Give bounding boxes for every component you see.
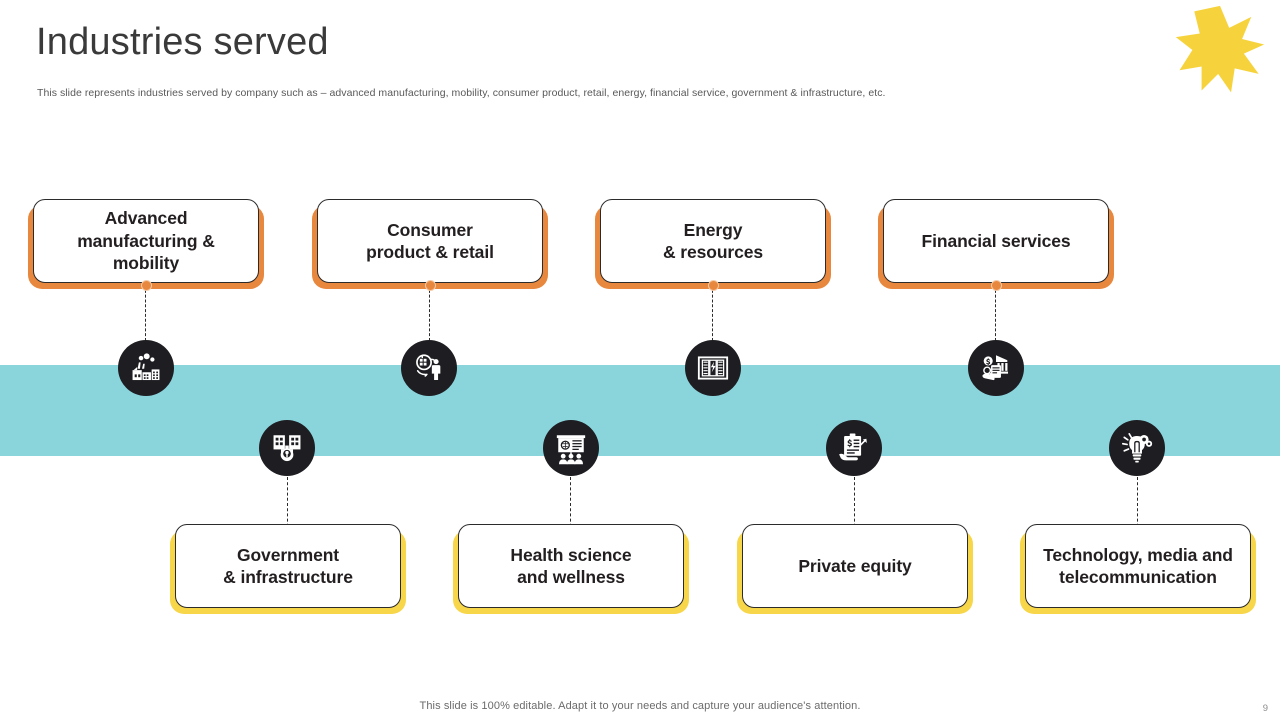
box-face: Private equity	[742, 524, 968, 608]
private-equity-icon	[837, 431, 871, 465]
energy-panel-icon	[696, 351, 730, 385]
node-label: Private equity	[798, 555, 912, 576]
node-box-financial-services[interactable]: Financial services	[878, 199, 1114, 289]
dashed-line	[854, 477, 855, 532]
dashed-line	[429, 285, 430, 341]
footer-note: This slide is 100% editable. Adapt it to…	[419, 700, 861, 712]
icon-circle-health-science[interactable]	[543, 420, 599, 476]
box-face: Government & infrastructure	[175, 524, 401, 608]
node-box-energy-resources[interactable]: Energy & resources	[595, 199, 831, 289]
connector-dot	[707, 279, 719, 291]
dashed-line	[1137, 477, 1138, 532]
connector-dot	[990, 279, 1002, 291]
technology-bulb-icon	[1120, 431, 1154, 465]
node-label: Consumer product & retail	[366, 219, 494, 262]
box-face: Consumer product & retail	[317, 199, 543, 283]
page-subtitle: This slide represents industries served …	[37, 87, 886, 99]
connector-energy-resources	[707, 279, 719, 341]
teal-band	[0, 365, 1280, 456]
node-label: Health science and wellness	[510, 544, 632, 587]
box-face: Technology, media and telecommunication	[1025, 524, 1251, 608]
consumer-product-icon	[412, 351, 446, 385]
box-face: Advanced manufacturing & mobility	[33, 199, 259, 283]
dashed-line	[570, 477, 571, 532]
connector-advanced-manufacturing	[140, 279, 152, 341]
node-label: Financial services	[921, 230, 1071, 251]
node-box-private-equity[interactable]: Private equity	[737, 524, 973, 614]
icon-circle-energy-panel[interactable]	[685, 340, 741, 396]
bank-finance-icon	[979, 351, 1013, 385]
node-box-technology-media[interactable]: Technology, media and telecommunication	[1020, 524, 1256, 614]
connector-dot	[424, 279, 436, 291]
box-face: Financial services	[883, 199, 1109, 283]
sun-burst-icon	[1168, 4, 1272, 96]
node-box-advanced-manufacturing[interactable]: Advanced manufacturing & mobility	[28, 199, 264, 289]
box-face: Energy & resources	[600, 199, 826, 283]
factory-icon	[129, 351, 163, 385]
icon-circle-technology-bulb[interactable]	[1109, 420, 1165, 476]
box-face: Health science and wellness	[458, 524, 684, 608]
connector-consumer-product	[424, 279, 436, 341]
node-box-consumer-product[interactable]: Consumer product & retail	[312, 199, 548, 289]
connector-dot	[140, 279, 152, 291]
icon-circle-factory[interactable]	[118, 340, 174, 396]
dashed-line	[712, 285, 713, 341]
page-title: Industries served	[36, 21, 329, 63]
node-box-health-science[interactable]: Health science and wellness	[453, 524, 689, 614]
node-label: Government & infrastructure	[223, 544, 353, 587]
node-label: Advanced manufacturing & mobility	[77, 208, 215, 274]
health-science-icon	[554, 431, 588, 465]
dashed-line	[287, 477, 288, 532]
node-label: Energy & resources	[662, 219, 764, 262]
connector-financial-services	[990, 279, 1002, 341]
page-number: 9	[1262, 703, 1268, 714]
government-infrastructure-icon	[270, 431, 304, 465]
icon-circle-consumer-product[interactable]	[401, 340, 457, 396]
node-label: Technology, media and telecommunication	[1043, 544, 1233, 587]
icon-circle-government-infrastructure[interactable]	[259, 420, 315, 476]
icon-circle-private-equity[interactable]	[826, 420, 882, 476]
icon-circle-bank-finance[interactable]	[968, 340, 1024, 396]
node-box-government-infrastructure[interactable]: Government & infrastructure	[170, 524, 406, 614]
dashed-line	[145, 285, 146, 341]
dashed-line	[995, 285, 996, 341]
